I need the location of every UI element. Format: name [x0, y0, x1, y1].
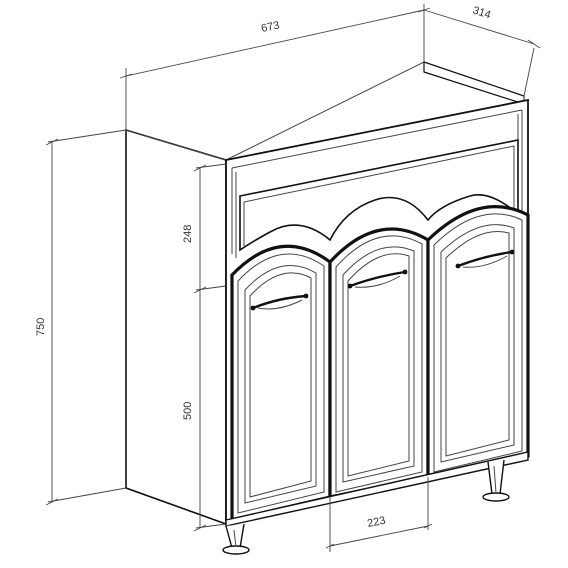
side-panel	[125, 128, 227, 526]
dim-lower-label: 500	[182, 402, 194, 420]
door-middle	[328, 227, 430, 499]
dim-height-label: 750	[35, 318, 47, 336]
door-right	[426, 205, 530, 479]
leg-front-left	[222, 523, 250, 555]
legs	[222, 459, 510, 555]
leg-front-right	[482, 459, 510, 502]
doors	[225, 205, 530, 527]
dimension-labels: 673 314 750 248 500 223	[35, 4, 492, 530]
back-panel	[423, 61, 525, 105]
dim-width-label: 673	[260, 19, 280, 35]
door-left	[230, 244, 332, 523]
door-handle-right	[455, 249, 515, 269]
dimension-lines	[45, 4, 541, 552]
door-handle-middle	[347, 269, 408, 289]
dim-depth-label: 314	[471, 4, 492, 21]
upper-arch-panel	[239, 139, 519, 252]
dim-upper-label: 248	[182, 225, 194, 243]
door-handle-left	[250, 293, 309, 311]
dim-door-width-label: 223	[366, 515, 386, 530]
